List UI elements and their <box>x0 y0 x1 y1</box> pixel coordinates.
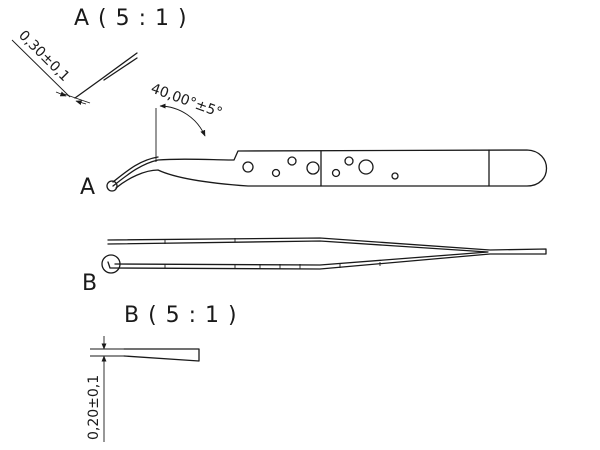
side-view: 40,00°±5° A <box>80 81 548 200</box>
detail-b-callout-circle <box>101 254 121 274</box>
grip-holes <box>242 156 399 180</box>
detail-b-tip <box>123 348 200 362</box>
detail-a-callout-circle <box>106 180 118 192</box>
dim-bend-angle: 40,00°±5° <box>149 81 225 122</box>
dim-tip-thickness-a: 0,30±0,1 <box>15 28 72 85</box>
detail-a-title: A ( 5 : 1 ) <box>74 6 188 31</box>
detail-a-tip <box>74 52 138 99</box>
tweezer-outline-side <box>112 149 548 189</box>
detail-b-title: B ( 5 : 1 ) <box>124 303 238 328</box>
detail-b: B ( 5 : 1 ) 0,20±0,1 <box>86 303 238 442</box>
dim-tip-thickness-b: 0,20±0,1 <box>86 375 102 440</box>
label-a: A <box>80 175 95 200</box>
tweezer-outline-top <box>107 237 547 270</box>
label-b: B <box>82 271 97 296</box>
top-view: B <box>82 237 547 296</box>
